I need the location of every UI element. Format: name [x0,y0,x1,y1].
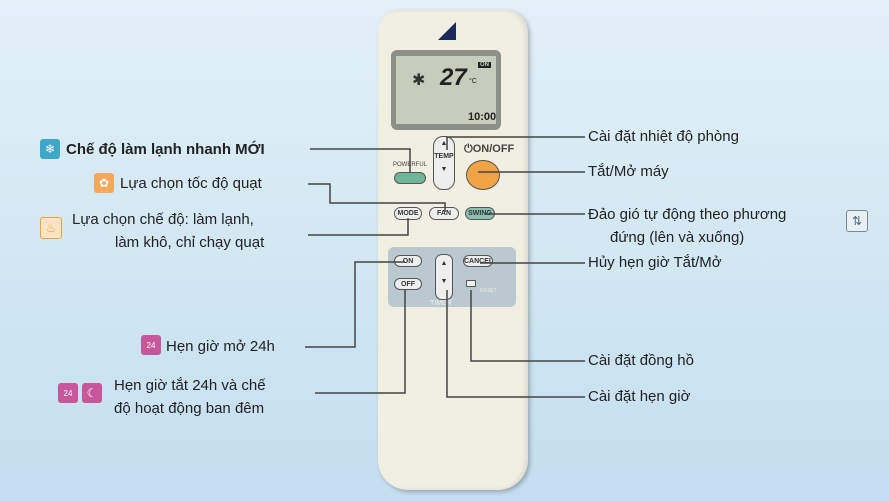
label-mode-line2: làm khô, chỉ chạy quạt [115,234,265,251]
lcd-display: ✱ 27 °C ON 10:00 [391,50,501,130]
lcd-clock: 10:00 [468,111,497,123]
cancel-button[interactable]: CANCEL [463,255,493,267]
timer-on-button[interactable]: ON [394,255,422,267]
onoff-button[interactable] [466,160,500,190]
label-cancel: Hủy hẹn giờ Tắt/Mở [588,254,722,271]
label-timer-off-line1: Hẹn giờ tắt 24h và chế [114,377,266,394]
remote-control: ✱ 27 °C ON 10:00 POWERFUL ▲TEMP▼ ⏻ON/OFF… [378,10,528,490]
powerful-icon: ❄ [40,139,60,159]
night-mode-icon: ☾ [82,383,102,403]
powerful-button[interactable] [394,172,426,184]
label-swing-line1: Đảo gió tự động theo phương [588,206,787,223]
temp-label: TEMP [434,153,454,160]
lcd-temperature: 27 [440,64,467,91]
label-onoff: Tắt/Mở máy [588,163,669,180]
mode-icon: ♨ [40,217,62,239]
onoff-label: ⏻ON/OFF [464,143,515,155]
timer-label: TIMER [430,300,452,307]
label-timer-off-line2: độ hoạt động ban đêm [114,400,265,417]
cool-mode-icon: ✱ [412,72,426,89]
label-swing-line2: đứng (lên và xuống) [610,229,745,246]
temp-button[interactable]: ▲TEMP▼ [433,136,455,190]
fan-auto-icon: ✿ [94,173,114,193]
timer-off-button[interactable]: OFF [394,278,422,290]
label-powerful: Chế độ làm lạnh nhanh MỚI [66,141,265,158]
label-timer-on: Hẹn giờ mở 24h [166,338,275,355]
label-clock: Cài đặt đồng hồ [588,352,694,369]
label-fan: Lựa chọn tốc độ quạt [120,175,262,192]
timer-arrows-button[interactable]: ▲▼ [435,254,453,300]
lcd-unit: °C [469,78,477,85]
lcd-status: ON [478,62,491,68]
reset-label: RESET [480,288,497,294]
timer-24h-icon: 24 [141,335,161,355]
clock-button[interactable] [466,280,476,287]
label-temp: Cài đặt nhiệt độ phòng [588,128,739,145]
label-timer: Cài đặt hẹn giờ [588,388,691,405]
timer-24h-icon: 24 [58,383,78,403]
swing-icon: ⇅ [846,210,868,232]
daikin-logo [438,22,456,40]
fan-button[interactable]: FAN [429,207,459,220]
label-mode-line1: Lựa chọn chế độ: làm lạnh, [72,211,254,228]
